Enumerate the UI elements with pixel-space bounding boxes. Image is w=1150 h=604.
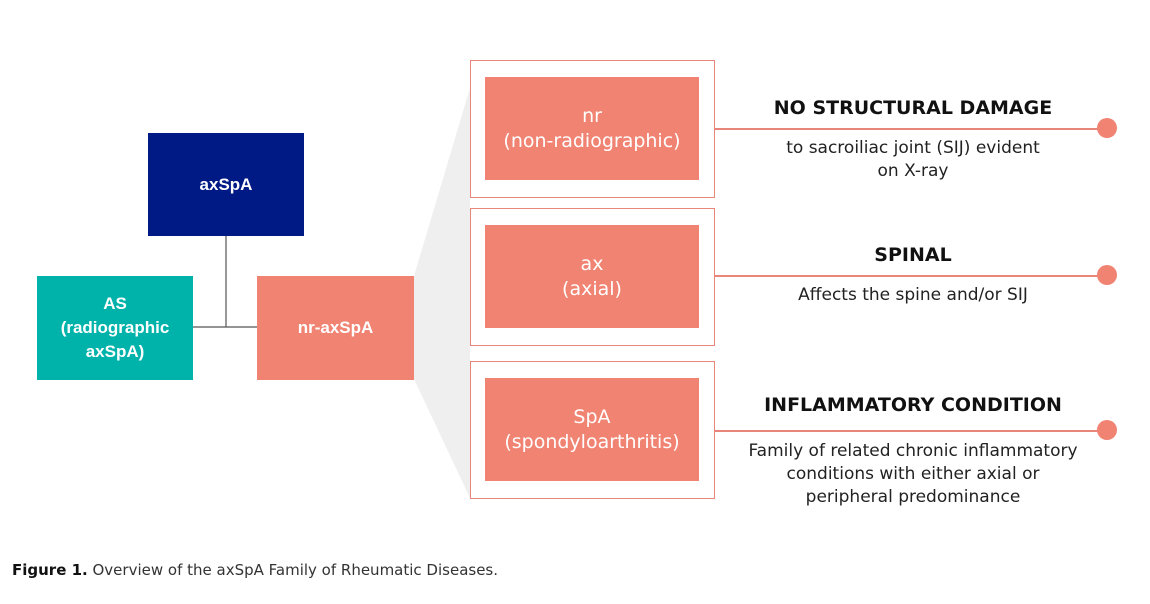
figure-caption-text: Overview of the axSpA Family of Rheumati… xyxy=(87,561,499,579)
heading-no-structural-damage: NO STRUCTURAL DAMAGE xyxy=(773,97,1053,119)
heading-inflammatory-condition: INFLAMMATORY CONDITION xyxy=(764,394,1062,416)
description-spa: Family of related chronic inflammatory c… xyxy=(748,441,1078,507)
figure-caption-label: Figure 1. xyxy=(12,561,88,579)
leader-dot-spa xyxy=(1097,420,1117,440)
leader-line-nr xyxy=(715,128,1108,130)
leader-dot-ax xyxy=(1097,265,1117,285)
description-nr: to sacroiliac joint (SIJ) evident on X-r… xyxy=(786,138,1040,181)
heading-spinal: SPINAL xyxy=(874,244,952,266)
term-box-nr: nr (non-radiographic) xyxy=(485,77,699,180)
as-radiographic-box: AS (radiographic axSpA) xyxy=(37,276,193,380)
axspa-root-box: axSpA xyxy=(148,133,304,236)
description-ax: Affects the spine and/or SIJ xyxy=(798,285,1028,305)
leader-dot-nr xyxy=(1097,118,1117,138)
term-box-ax: ax (axial) xyxy=(485,225,699,328)
leader-line-ax xyxy=(715,275,1108,277)
nr-axspa-box: nr-axSpA xyxy=(257,276,414,380)
figure-caption: Figure 1. Overview of the axSpA Family o… xyxy=(12,561,498,579)
term-box-spa: SpA (spondyloarthritis) xyxy=(485,378,699,481)
leader-line-spa xyxy=(715,430,1108,432)
